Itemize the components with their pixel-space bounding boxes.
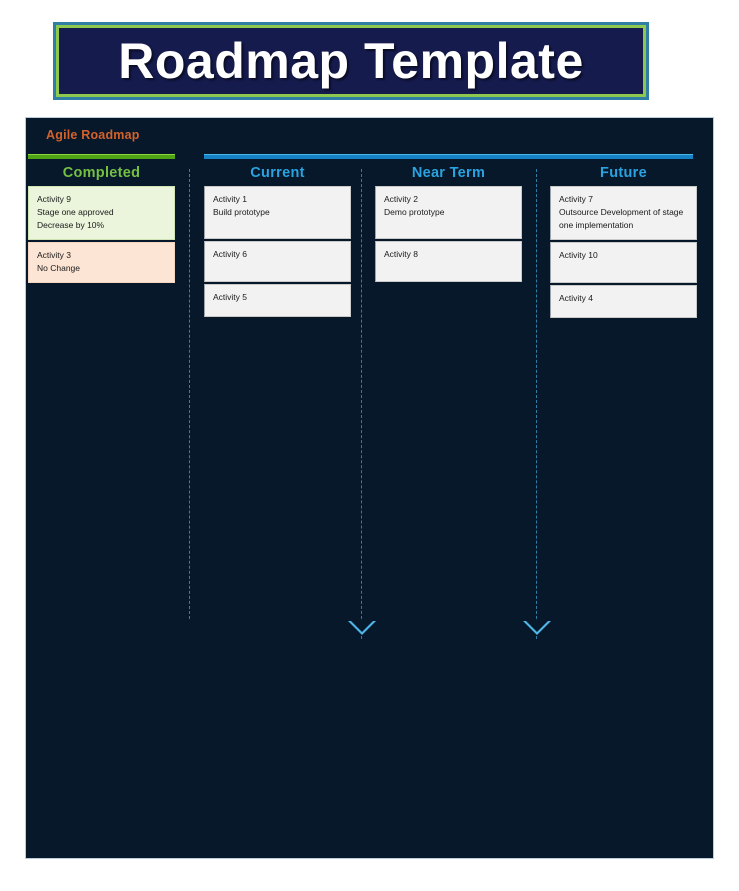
completed-accent-bar — [28, 154, 175, 159]
card[interactable]: Activity 6 — [204, 241, 351, 282]
card-line: No Change — [37, 262, 81, 273]
card[interactable]: Activity 5 — [204, 284, 351, 317]
card-line: Activity 6 — [213, 249, 248, 259]
card-line: Activity 1 — [213, 194, 248, 204]
card[interactable]: Activity 8 — [375, 241, 522, 282]
divider-current-nearterm — [361, 169, 362, 639]
card-line: Build prototype — [213, 207, 270, 218]
column-header-completed: Completed — [62, 165, 141, 181]
card-line: Activity 7 — [559, 194, 594, 204]
card[interactable]: Activity 3 No Change — [28, 241, 175, 283]
card[interactable]: Activity 9 Stage one approved Decrease b… — [28, 186, 175, 240]
title-banner-inner: Roadmap Template — [59, 28, 643, 94]
card[interactable]: Activity 7 Outsource Development of stag… — [550, 186, 697, 240]
board-label: Agile Roadmap — [46, 128, 140, 142]
card[interactable]: Activity 1 Build prototype — [204, 186, 351, 239]
card-line: Activity 9 — [37, 194, 72, 204]
roadmap-board: Agile Roadmap Completed Current Near Ter… — [25, 117, 714, 859]
arrow-down-icon-nearterm — [523, 621, 551, 635]
column-header-current: Current — [250, 165, 305, 181]
card-line: Activity 5 — [213, 292, 248, 302]
card[interactable]: Activity 10 — [550, 241, 697, 283]
column-future: Activity 7 Outsource Development of stag… — [550, 186, 697, 320]
card[interactable]: Activity 2 Demo prototype — [375, 186, 522, 239]
card-line: Activity 10 — [559, 249, 598, 260]
divider-completed-current — [189, 169, 190, 619]
column-header-nearterm: Near Term — [411, 165, 486, 181]
card-line: Activity 4 — [559, 292, 594, 303]
arrow-down-icon-current — [348, 621, 376, 635]
column-current: Activity 1 Build prototype Activity 6 Ac… — [204, 186, 351, 319]
upcoming-accent-bar — [204, 154, 693, 159]
card-line: Stage one approved — [37, 207, 114, 218]
divider-nearterm-future — [536, 169, 537, 639]
card-line: Demo prototype — [384, 207, 445, 218]
title-banner: Roadmap Template — [53, 22, 649, 100]
card-line: Outsource Development of stage one imple… — [559, 207, 684, 231]
card-line: Decrease by 10% — [37, 220, 105, 231]
card-line: Activity 2 — [384, 194, 419, 204]
page-title: Roadmap Template — [118, 33, 584, 89]
card-line: Activity 8 — [384, 249, 419, 259]
column-completed: Activity 9 Stage one approved Decrease b… — [28, 186, 175, 285]
column-nearterm: Activity 2 Demo prototype Activity 8 — [375, 186, 522, 284]
column-header-future: Future — [600, 165, 647, 181]
card-line: Activity 3 — [37, 249, 72, 260]
card[interactable]: Activity 4 — [550, 284, 697, 318]
